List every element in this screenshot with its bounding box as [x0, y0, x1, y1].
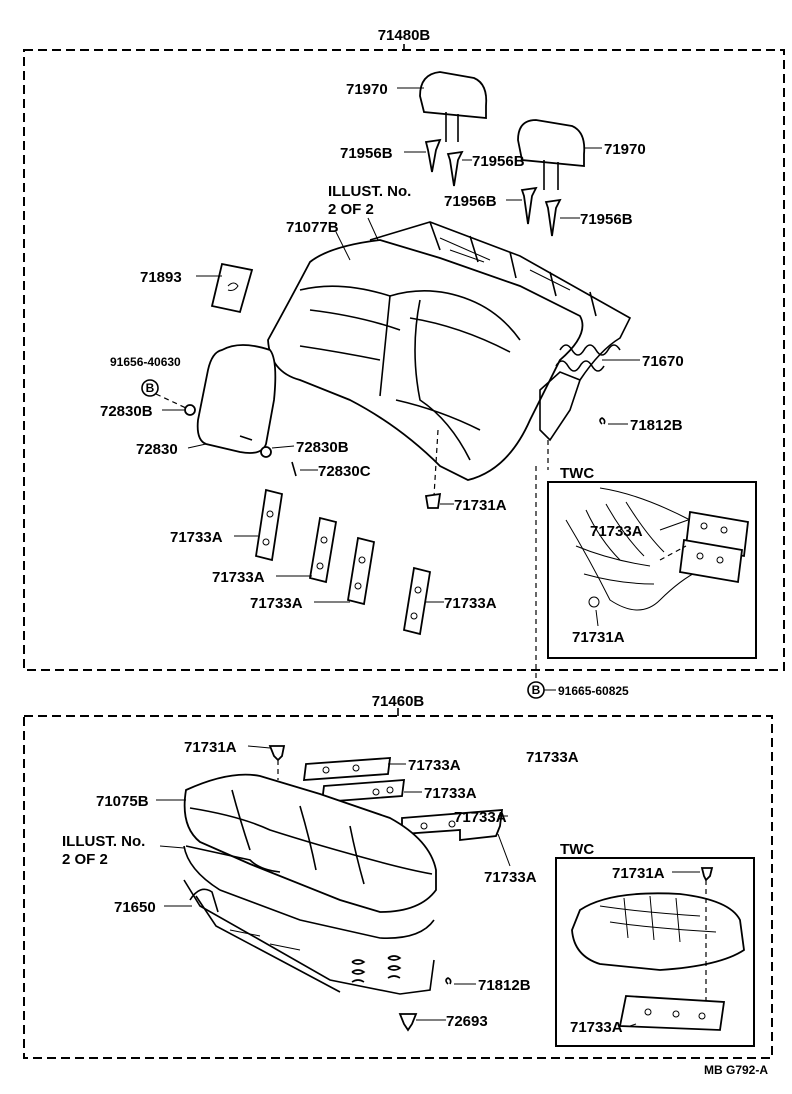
cushion-pads-drawing	[302, 757, 504, 842]
part-label-cushion-frame: 71650	[114, 899, 156, 916]
part-label-headrest-right: 71970	[604, 141, 646, 158]
part-label-back-cover: 71077B	[286, 219, 339, 236]
part-label-clip-back: 71731A	[454, 497, 507, 514]
support-drawings	[424, 138, 562, 237]
part-label-support-2: 71956B	[472, 153, 525, 170]
part-label-pad-c3: 71733A	[526, 749, 579, 766]
hog-ring-back-icon	[599, 417, 606, 425]
illust-note-back-line1: ILLUST. No.	[328, 183, 411, 200]
part-label-support-4: 71956B	[580, 211, 633, 228]
twc-back-inset	[547, 481, 757, 659]
part-label-twc-pad-cushion: 71733A	[570, 1019, 623, 1036]
part-label-bolt-91665: 91665-60825	[558, 684, 629, 698]
part-label-pad-c5: 71733A	[484, 869, 537, 886]
illust-note-cushion-line1: ILLUST. No.	[62, 833, 145, 850]
headrest-right-drawing	[517, 119, 586, 190]
plate-71893-drawing	[210, 262, 254, 314]
part-label-support-3: 71956B	[444, 193, 497, 210]
twc-cushion-inset	[555, 857, 755, 1047]
part-label-hog-ring-back: 71812B	[630, 417, 683, 434]
part-label-pad-c1: 71733A	[408, 757, 461, 774]
part-label-twc-pad-back: 71733A	[590, 523, 643, 540]
cushion-frame-drawing	[183, 879, 435, 995]
seat-back-drawing	[267, 221, 632, 481]
twc-cushion-drawing	[571, 867, 745, 1031]
part-label-armrest-clip-1: 72830B	[100, 403, 153, 420]
part-label-pad-b3: 71733A	[250, 595, 303, 612]
part-label-hog-ring-cushion: 71812B	[478, 977, 531, 994]
part-label-plate-71893: 71893	[140, 269, 182, 286]
cushion-cover-drawing	[183, 773, 437, 939]
part-label-headrest-left: 71970	[346, 81, 388, 98]
cushion-assembly-number: 71460B	[372, 693, 425, 710]
illust-note-cushion-line2: 2 OF 2	[62, 851, 108, 868]
marker-b-top: B	[146, 381, 155, 395]
headrest-left-drawing	[419, 71, 488, 142]
part-label-bolt-91656: 91656-40630	[110, 355, 181, 369]
twc-back-drawing	[565, 487, 749, 611]
twc-cushion-title: TWC	[560, 841, 594, 858]
back-assembly-frame	[23, 44, 785, 671]
part-label-clip-cushion: 71731A	[184, 739, 237, 756]
twc-back-title: TWC	[560, 465, 594, 482]
part-label-armrest: 72830	[136, 441, 178, 458]
part-label-armrest-pin: 72830C	[318, 463, 371, 480]
clip-back-icon	[424, 492, 442, 509]
grommet-icon	[398, 1013, 418, 1032]
marker-b-bottom: B	[532, 683, 541, 697]
cushion-assembly-frame	[23, 708, 773, 1059]
part-label-cushion-cover: 71075B	[96, 793, 149, 810]
part-label-pad-c4: 71733A	[454, 809, 507, 826]
armrest-drawing	[184, 344, 297, 477]
part-label-spring-frame: 71670	[642, 353, 684, 370]
part-label-support-1: 71956B	[340, 145, 393, 162]
part-label-grommet: 72693	[446, 1013, 488, 1030]
part-label-armrest-clip-2: 72830B	[296, 439, 349, 456]
back-assembly-number: 71480B	[378, 27, 431, 44]
illust-note-back-line2: 2 OF 2	[328, 201, 374, 218]
part-label-pad-b2: 71733A	[212, 569, 265, 586]
part-label-pad-b4: 71733A	[444, 595, 497, 612]
marker-b-circle-top	[141, 379, 159, 397]
part-label-pad-c2: 71733A	[424, 785, 477, 802]
part-label-twc-clip-back: 71731A	[572, 629, 625, 646]
part-label-twc-clip-cushion: 71731A	[612, 865, 665, 882]
back-pads-drawing	[254, 488, 432, 636]
part-label-pad-b1: 71733A	[170, 529, 223, 546]
diagram-code: MB G792-A	[704, 1063, 768, 1077]
hog-ring-cushion-icon	[445, 977, 452, 985]
clip-cushion-icon	[268, 745, 286, 762]
